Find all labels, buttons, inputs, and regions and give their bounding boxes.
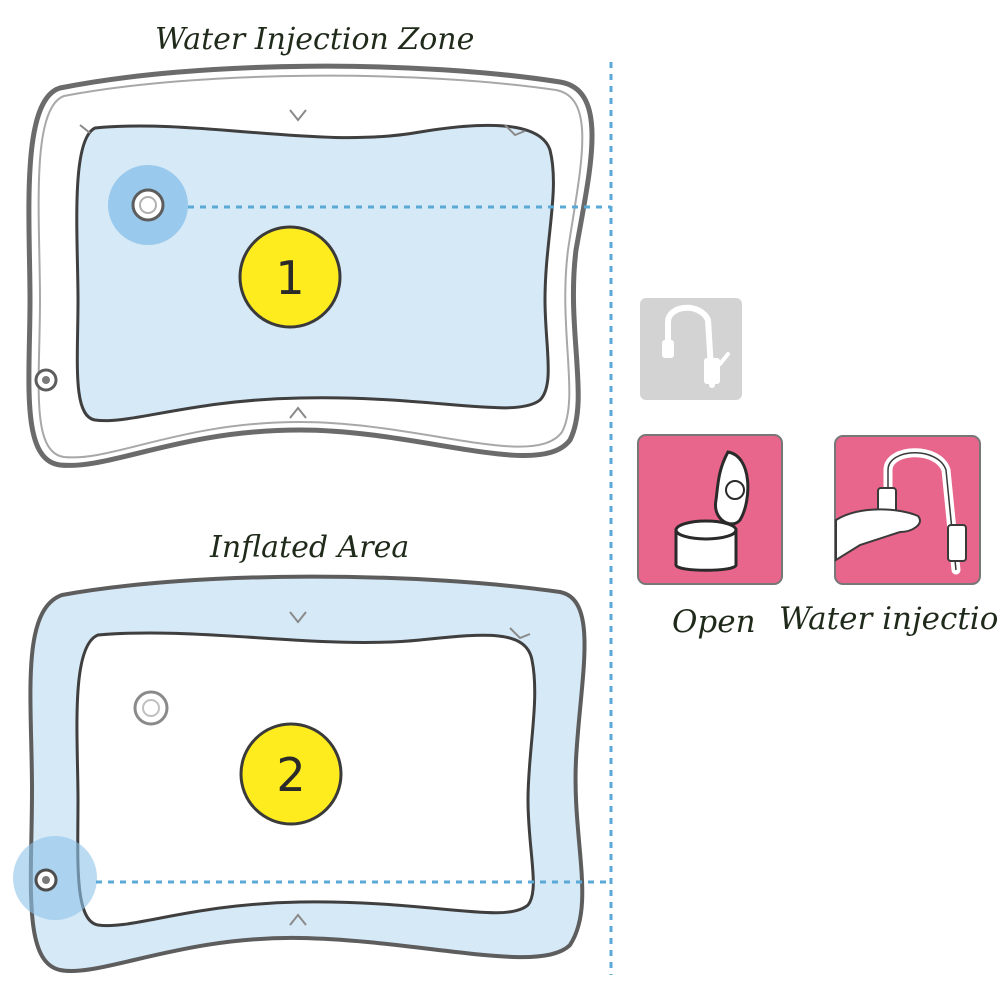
step-2-circle	[239, 722, 343, 826]
bottom-pleat-1	[289, 611, 307, 624]
open-valve-rim	[674, 519, 738, 541]
top-pleat-2	[289, 406, 307, 419]
top-mat: 1	[26, 63, 611, 468]
open-label: Open	[672, 604, 756, 640]
inflated-area-title: Inflated Area	[210, 530, 410, 565]
faucet-tip	[662, 340, 674, 358]
top-mat-outer-inner-line	[37, 74, 584, 459]
step-1-circle	[238, 225, 342, 329]
faucet-icon	[640, 298, 742, 400]
open-valve-base	[674, 528, 738, 572]
bottom-water-valve-core	[142, 699, 160, 717]
top-pleat-4	[79, 124, 91, 134]
water-injection-label: Water injection	[779, 601, 1000, 637]
top-valve-core	[139, 196, 157, 214]
bottom-pleat-3	[509, 627, 531, 640]
water-injection-icon	[834, 435, 981, 585]
step-2-number: 2	[276, 748, 305, 802]
open-valve-cap-hole	[725, 480, 745, 500]
bottom-air-valve-core	[42, 876, 50, 884]
water-faucet-spout-outline	[887, 452, 957, 571]
faucet-tile	[640, 298, 742, 400]
bottom-pleat-2	[289, 913, 307, 926]
open-valve-icon	[637, 434, 783, 585]
faucet-lever	[718, 352, 730, 366]
faucet-spout	[665, 304, 715, 388]
faucet-handle	[704, 358, 720, 384]
top-pleat-3	[504, 124, 526, 137]
water-faucet-handle	[947, 524, 967, 562]
bottom-mat: 2	[13, 574, 611, 973]
step-1-number: 1	[275, 251, 304, 305]
water-hand	[835, 508, 921, 562]
top-pleat-1	[289, 109, 307, 122]
water-injection-zone-title: Water Injection Zone	[155, 22, 475, 57]
top-air-valve-core	[42, 376, 50, 384]
